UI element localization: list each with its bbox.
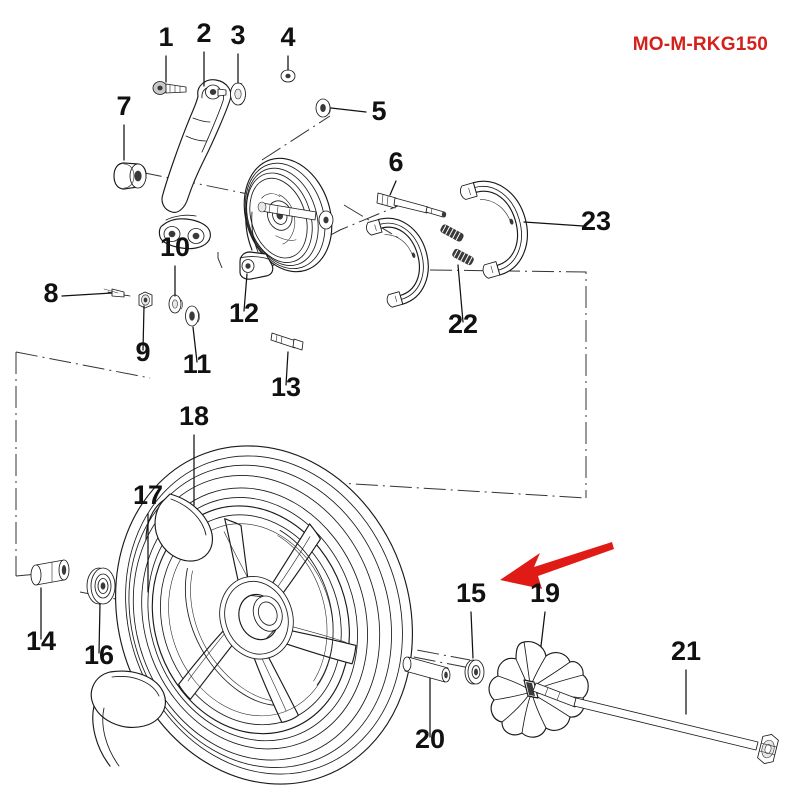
callout-6: 6 xyxy=(388,147,403,177)
red-pointer-arrow xyxy=(500,542,614,589)
callout-4: 4 xyxy=(280,22,295,52)
part-9-castle-nut xyxy=(138,291,153,309)
part-15-bearing-spacer-ring xyxy=(464,659,485,685)
callout-11: 11 xyxy=(183,349,212,379)
callout-1: 1 xyxy=(158,22,173,52)
part-17-18-wheel-and-tire xyxy=(90,445,413,785)
part-21-front-axle-shaft xyxy=(532,682,779,764)
part-6-brake-cam-shaft xyxy=(376,192,447,218)
part-11-spacer-washer xyxy=(185,305,200,327)
callout-21: 21 xyxy=(671,636,701,666)
callout-numbers: 1 2 3 4 5 6 7 8 9 10 11 12 13 14 15 16 1… xyxy=(26,18,701,754)
callout-16: 16 xyxy=(84,640,114,670)
diagram-title: MO-M-RKG150 xyxy=(633,34,768,55)
part-22-brake-shoe-spring xyxy=(440,224,474,266)
part-1-pivot-bolt xyxy=(152,81,187,95)
part-23-brake-shoe-set xyxy=(366,180,528,308)
part-20-inner-axle-sleeve xyxy=(402,656,451,683)
callout-17: 17 xyxy=(133,480,163,510)
callout-18: 18 xyxy=(179,401,209,431)
callout-19: 19 xyxy=(530,578,560,608)
callout-15: 15 xyxy=(456,578,486,608)
callout-leader-lines xyxy=(40,51,687,738)
callout-5: 5 xyxy=(371,96,386,126)
part-4-small-washer xyxy=(280,69,296,83)
callout-22: 22 xyxy=(448,309,478,339)
callout-23: 23 xyxy=(581,206,611,236)
callout-13: 13 xyxy=(271,372,301,402)
callout-10: 10 xyxy=(160,232,190,262)
part-14-wheel-spacer-collar xyxy=(30,559,70,586)
part-3-plain-washer xyxy=(230,82,246,106)
callout-3: 3 xyxy=(230,20,245,50)
part-10-flat-washer xyxy=(168,294,183,314)
part-5-washer xyxy=(315,98,331,118)
callout-12: 12 xyxy=(229,298,259,328)
callout-7: 7 xyxy=(116,91,131,121)
part-16-wheel-ball-bearing xyxy=(86,567,116,605)
callout-9: 9 xyxy=(135,337,150,367)
part-2-brake-cam-lever-arm xyxy=(158,79,232,250)
part-7-rubber-bushing xyxy=(113,162,147,190)
callout-14: 14 xyxy=(26,626,56,656)
part-13-anchor-bolt xyxy=(270,332,304,351)
part-12-brake-backing-plate xyxy=(239,157,334,280)
callout-8: 8 xyxy=(43,278,58,308)
callout-20: 20 xyxy=(415,724,445,754)
callout-2: 2 xyxy=(196,18,211,48)
